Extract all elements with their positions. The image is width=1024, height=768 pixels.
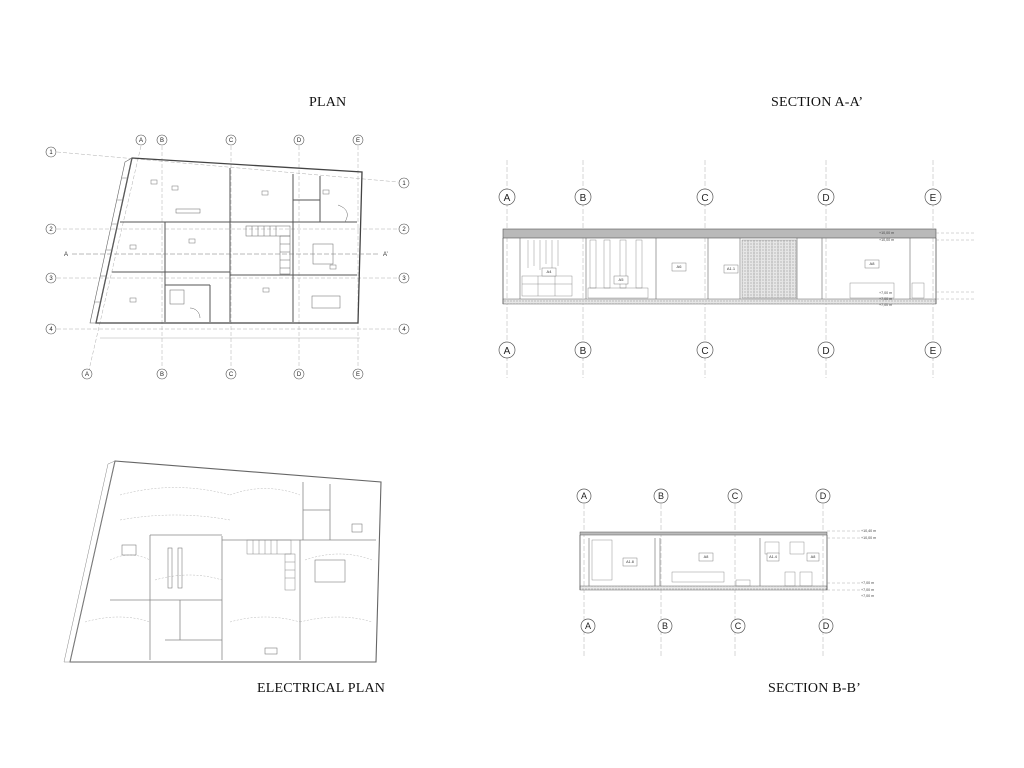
svg-text:B: B: [160, 138, 164, 144]
svg-text:+10,00 m: +10,00 m: [879, 238, 894, 242]
svg-text:+7,00 m: +7,00 m: [879, 303, 892, 307]
plan-grid-bubbles-right: 1 2 3 4: [398, 177, 410, 335]
svg-text:A1.1: A1.1: [727, 266, 736, 271]
svg-text:A: A: [585, 621, 591, 631]
svg-text:4: 4: [49, 327, 53, 333]
svg-text:A: A: [85, 372, 89, 378]
svg-text:+7,00 m: +7,00 m: [861, 581, 874, 585]
section-a-title: SECTION A-A’: [771, 95, 864, 110]
svg-text:2: 2: [49, 227, 53, 233]
electrical-plan-drawing: [63, 460, 382, 663]
svg-text:C: C: [735, 621, 742, 631]
section-b-room-tags: A1.8 A8 A1.4 A8: [622, 552, 820, 567]
svg-text:D: D: [822, 193, 829, 204]
svg-text:+7,00 m: +7,00 m: [861, 594, 874, 598]
svg-text:A6: A6: [677, 264, 683, 269]
svg-text:A8: A8: [870, 261, 876, 266]
svg-text:A: A: [581, 491, 587, 501]
svg-text:1: 1: [49, 150, 53, 156]
section-a-grid-bubbles-top: A B C D E: [498, 188, 942, 206]
svg-text:E: E: [356, 372, 360, 378]
section-b-grid-bubbles-bottom: A B C D: [580, 618, 834, 634]
svg-text:C: C: [229, 372, 234, 378]
svg-text:B: B: [658, 491, 664, 501]
svg-text:4: 4: [402, 327, 406, 333]
svg-text:A1.4: A1.4: [769, 555, 777, 559]
svg-text:A4: A4: [547, 269, 553, 274]
svg-text:C: C: [701, 193, 708, 204]
section-a-drawing: [502, 160, 975, 378]
plan-grid-bubbles-bottom: A B C D E: [81, 368, 364, 380]
svg-text:C: C: [229, 138, 234, 144]
svg-text:A: A: [504, 193, 511, 204]
svg-text:B: B: [662, 621, 668, 631]
svg-text:A: A: [504, 346, 511, 357]
section-a-levels: +10,00 m +10,00 m +7,00 m +7,00 m +7,00 …: [879, 231, 894, 307]
plan-grid-bubbles-top: A B C D E: [135, 134, 364, 146]
svg-text:D: D: [823, 621, 830, 631]
svg-text:D: D: [297, 372, 302, 378]
plan-title: PLAN: [309, 95, 347, 110]
svg-text:B: B: [580, 346, 587, 357]
svg-text:E: E: [356, 138, 360, 144]
section-b-levels: +10,40 m +10,00 m +7,00 m +7,00 m +7,00 …: [861, 529, 876, 598]
svg-text:D: D: [297, 138, 302, 144]
section-b-grid-bubbles-top: A B C D: [576, 488, 831, 504]
floor-plan: [56, 145, 399, 371]
svg-text:3: 3: [402, 276, 406, 282]
svg-text:+7,00 m: +7,00 m: [879, 297, 892, 301]
svg-text:A1.8: A1.8: [626, 560, 634, 564]
svg-text:+10,00 m: +10,00 m: [861, 536, 876, 540]
svg-text:+7,00 m: +7,00 m: [861, 588, 874, 592]
svg-text:A8: A8: [704, 555, 709, 559]
section-mark-a-prime: A’: [383, 252, 388, 258]
section-b-title: SECTION B-B’: [768, 681, 862, 696]
svg-text:E: E: [930, 346, 937, 357]
svg-text:C: C: [701, 346, 708, 357]
svg-text:3: 3: [49, 276, 53, 282]
svg-text:C: C: [732, 491, 739, 501]
svg-text:+7,00 m: +7,00 m: [879, 291, 892, 295]
svg-text:B: B: [160, 372, 164, 378]
svg-text:1: 1: [402, 181, 406, 187]
section-a-room-tags: A4 A5 A6 A1.1 A8: [541, 259, 880, 285]
plan-grid-bubbles-left: 1 2 3 4: [45, 146, 57, 335]
svg-text:A: A: [139, 138, 143, 144]
section-a-grid-bubbles-bottom: A B C D E: [498, 341, 942, 359]
electrical-plan-title: ELECTRICAL PLAN: [257, 681, 386, 696]
svg-text:D: D: [822, 346, 829, 357]
svg-text:2: 2: [402, 227, 406, 233]
section-b-drawing: [579, 504, 860, 658]
svg-text:B: B: [580, 193, 587, 204]
svg-text:E: E: [930, 193, 937, 204]
section-mark-a: A: [64, 252, 68, 258]
svg-text:+10,00 m: +10,00 m: [879, 231, 894, 235]
svg-text:A5: A5: [619, 277, 625, 282]
svg-text:A8: A8: [811, 555, 816, 559]
svg-text:D: D: [820, 491, 827, 501]
svg-text:+10,40 m: +10,40 m: [861, 529, 876, 533]
